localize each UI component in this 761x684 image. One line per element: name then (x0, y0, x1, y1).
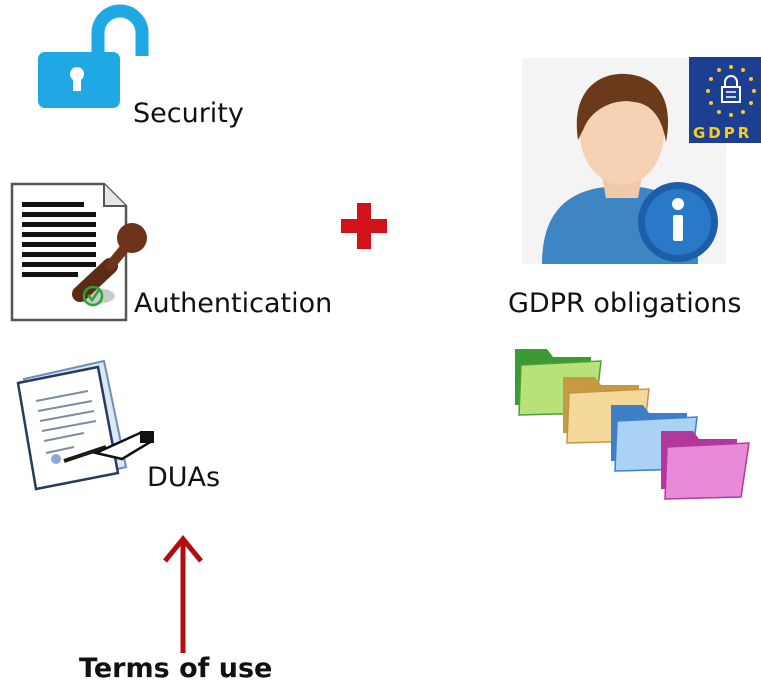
plus-icon (341, 203, 387, 249)
signing-contract-icon (14, 357, 159, 492)
user-info-icon (522, 58, 726, 264)
open-padlock-icon (36, 4, 149, 108)
gdpr-badge-text: GDPR (693, 124, 752, 142)
terms-of-use-label: Terms of use (79, 653, 273, 684)
colored-folders-icon (513, 343, 753, 501)
duas-label: DUAs (147, 462, 221, 493)
up-arrow-icon (161, 535, 205, 653)
gdpr-obligations-label: GDPR obligations (508, 288, 742, 319)
authentication-label: Authentication (134, 288, 333, 319)
gdpr-eu-badge-icon: GDPR (689, 57, 761, 143)
signed-document-stamp-icon (10, 178, 160, 323)
security-label: Security (133, 98, 244, 129)
